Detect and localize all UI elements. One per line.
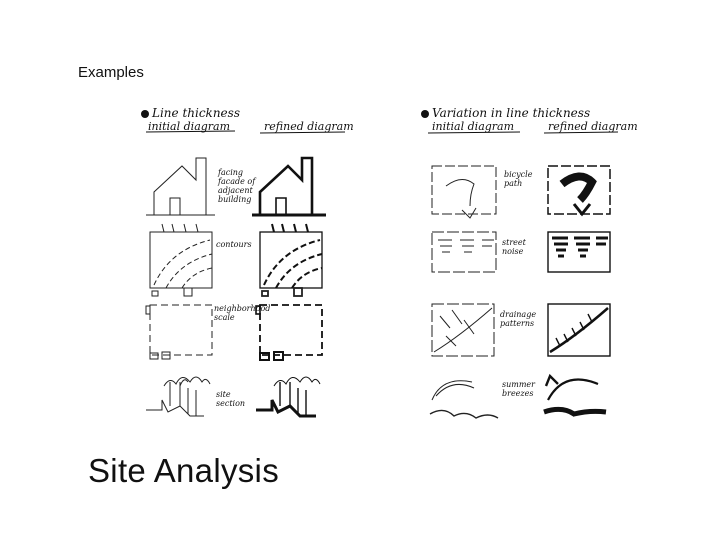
- refined-facade: [252, 156, 326, 217]
- refined-underline: [259, 131, 346, 134]
- bullet-icon: [421, 110, 429, 118]
- neighborhood-note: neighborhood scale: [214, 304, 271, 322]
- refined-drainage: [547, 303, 611, 357]
- site-section-note: site section: [216, 390, 246, 408]
- initial-diagram-label: initial diagram: [432, 120, 515, 133]
- bicycle-path-note: bicycle path: [504, 170, 533, 188]
- refined-street: [547, 231, 611, 273]
- line-thickness-sketches: [141, 110, 346, 418]
- line-variation-sketches: [421, 110, 619, 419]
- bullet-icon: [141, 110, 149, 118]
- initial-drainage: [431, 303, 495, 357]
- small-plots: [151, 287, 303, 297]
- street-noise-note: street noise: [502, 238, 526, 256]
- facade-note: facing facade of adjacent building: [218, 168, 256, 204]
- contours-note: contours: [216, 240, 252, 249]
- initial-bicycle: [431, 165, 497, 219]
- refined-bicycle: [547, 165, 611, 217]
- initial-neighborhood: [145, 304, 213, 360]
- line-thickness-heading: Line thickness: [152, 106, 240, 120]
- line-variation-heading: Variation in line thickness: [432, 106, 591, 120]
- line-variation-sheet: Variation in line thickness initial diag…: [420, 100, 660, 450]
- initial-section: [146, 376, 211, 417]
- page-title: Site Analysis: [88, 452, 279, 489]
- initial-facade: [146, 157, 215, 216]
- initial-breezes: [429, 380, 499, 419]
- initial-diagram-label: initial diagram: [148, 120, 231, 133]
- refined-section: [256, 376, 321, 418]
- refined-neighborhood: [255, 304, 323, 361]
- refined-diagram-label: refined diagram: [548, 120, 638, 133]
- summer-breezes-note: summer breezes: [502, 380, 535, 398]
- refined-breezes: [543, 373, 607, 417]
- refined-contours: [259, 223, 323, 289]
- refined-underline: [543, 131, 619, 134]
- examples-label: Examples: [78, 64, 144, 81]
- drainage-note: drainage patterns: [500, 310, 537, 328]
- initial-underline: [145, 130, 236, 133]
- initial-underline: [427, 131, 521, 134]
- initial-street: [431, 231, 497, 273]
- line-thickness-sheet: Line thickness initial diagram refined d…: [140, 100, 380, 450]
- initial-contours: [149, 223, 213, 289]
- refined-diagram-label: refined diagram: [264, 120, 354, 133]
